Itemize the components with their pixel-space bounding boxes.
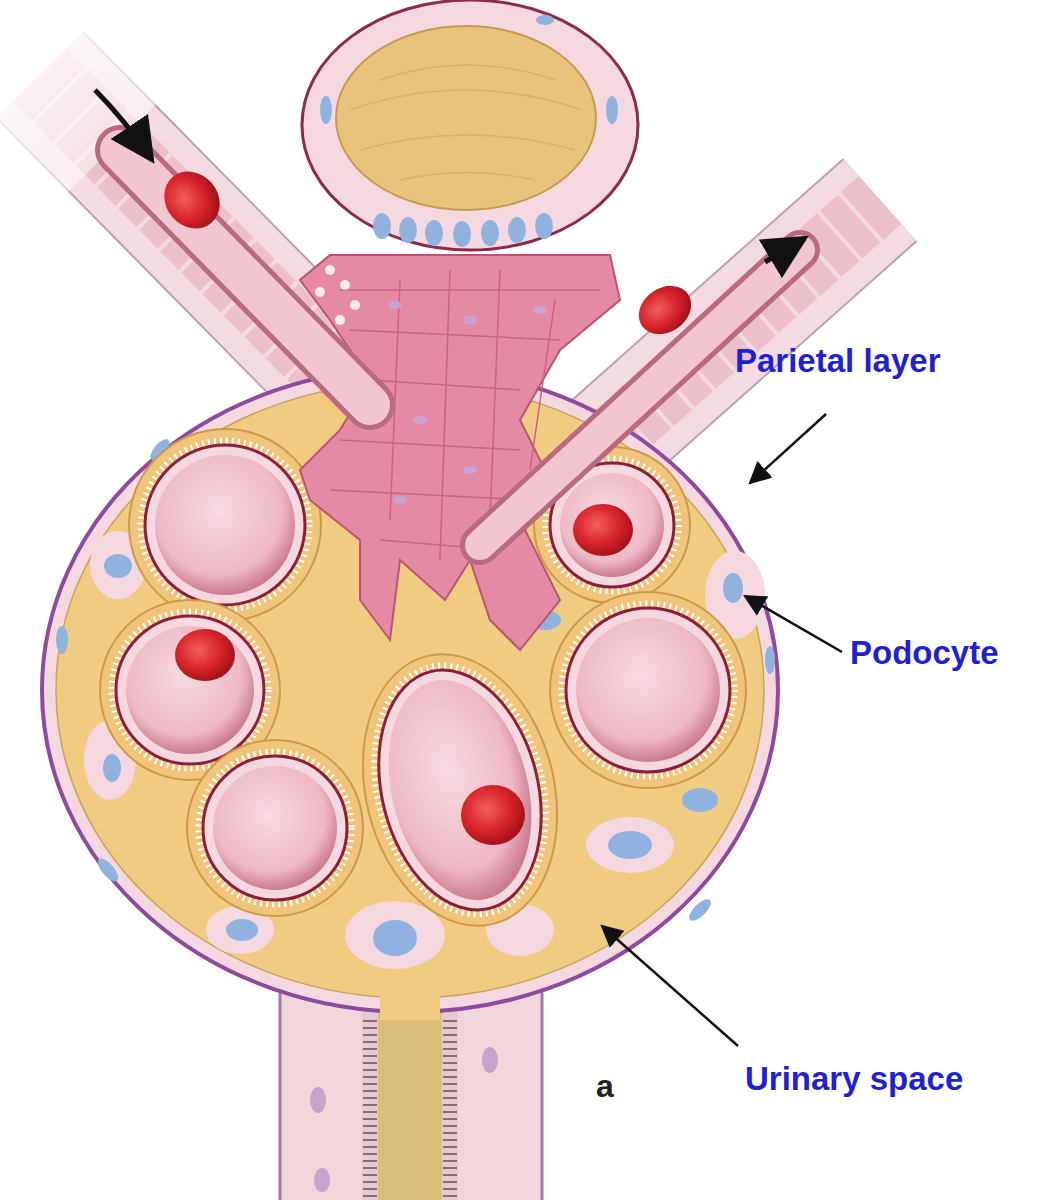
- podocyte-nucleus: [373, 920, 417, 956]
- capillary-loop: [335, 633, 584, 946]
- capillary-wall: [203, 756, 347, 900]
- leader-line: [602, 926, 738, 1046]
- podocyte-nucleus: [682, 788, 718, 812]
- tubule-nucleus: [310, 1087, 326, 1113]
- nucleus: [535, 213, 553, 239]
- capillary-lumen: [576, 618, 720, 762]
- capillary-lumen: [213, 766, 337, 890]
- parietal-nucleus: [686, 896, 714, 924]
- part-label: Parietal layer: [735, 342, 940, 380]
- nucleus: [373, 213, 391, 239]
- podocyte-nucleus: [226, 919, 258, 941]
- capillary-loop: [129, 429, 321, 621]
- capillary-wall: [116, 616, 264, 764]
- red-blood-cell: [153, 160, 231, 239]
- foot-processes: [199, 752, 351, 904]
- tubule-nucleus: [314, 1168, 330, 1192]
- red-blood-cells: [153, 160, 701, 845]
- tubule-lumen: [378, 960, 442, 1200]
- nucleus: [481, 220, 499, 246]
- nucleus: [425, 220, 443, 246]
- podocyte-nucleus: [723, 573, 743, 603]
- brush-border-right: [443, 1020, 457, 1200]
- podocyte-cell: [345, 901, 445, 969]
- nucleus: [508, 217, 526, 243]
- capillary-lumen: [155, 455, 295, 595]
- distal-tubule-wall: [302, 0, 638, 250]
- tubule-neck: [380, 990, 440, 1020]
- podocyte-nucleus: [103, 754, 121, 782]
- podocyte-process-layer: [550, 592, 746, 788]
- nucleus: [399, 217, 417, 243]
- capillary-loop: [187, 740, 363, 916]
- flow-arrow-in: [95, 90, 152, 160]
- capillary-lumen: [560, 473, 664, 577]
- distal-tubule-lumen: [336, 26, 596, 210]
- nucleus: [536, 15, 554, 25]
- flow-arrow-out: [765, 238, 805, 262]
- part-label: Podocyte: [850, 634, 999, 672]
- podocyte-process-layer: [187, 740, 363, 916]
- parietal-nucleus: [56, 626, 68, 654]
- parietal-nucleus: [94, 855, 121, 884]
- podocyte-process-layer: [129, 429, 321, 621]
- afferent-lumen: [120, 150, 370, 405]
- foot-processes: [350, 648, 570, 932]
- nucleus: [388, 301, 402, 309]
- granule: [325, 265, 335, 275]
- leader-lines: [602, 414, 842, 1046]
- granule: [335, 315, 345, 325]
- brush-border-left: [363, 1020, 377, 1200]
- red-blood-cell: [461, 785, 525, 845]
- lumen-texture: [350, 65, 582, 180]
- nucleus: [393, 496, 407, 504]
- nucleus: [413, 416, 427, 424]
- nucleus: [533, 306, 547, 314]
- nucleus: [463, 466, 477, 474]
- tubule-nucleus: [482, 1047, 498, 1073]
- red-blood-cell: [175, 629, 235, 681]
- capillary-lumen: [367, 665, 553, 915]
- panel-letter: a: [596, 1068, 614, 1105]
- podocyte-nucleus: [104, 554, 132, 578]
- capillary-wall: [145, 445, 305, 605]
- granule: [350, 300, 360, 310]
- leader-line: [750, 414, 826, 483]
- macula-densa-nuclei: [320, 15, 618, 247]
- parietal-nucleus: [765, 646, 775, 674]
- nucleus: [320, 96, 332, 124]
- granule: [340, 280, 350, 290]
- nucleus: [606, 96, 618, 124]
- granule: [315, 287, 325, 297]
- arterioles: [120, 150, 800, 545]
- foot-processes: [141, 441, 309, 609]
- leader-line: [745, 596, 842, 652]
- nucleus: [453, 221, 471, 247]
- podocyte-process-layer: [335, 633, 584, 946]
- capillary-wall: [566, 608, 730, 772]
- podocyte-cell: [586, 817, 674, 873]
- foot-processes: [562, 604, 734, 776]
- part-label: Urinary space: [745, 1060, 963, 1098]
- distal-tubule: [302, 0, 638, 250]
- efferent-lumen: [480, 250, 800, 545]
- red-blood-cell: [629, 276, 700, 344]
- capillary-wall: [355, 653, 565, 927]
- capillary-lumen: [126, 626, 254, 754]
- afferent-wall: [120, 150, 370, 405]
- podocyte-nucleus: [608, 831, 652, 859]
- nucleus: [463, 316, 477, 324]
- mesangial-nuclei: [388, 301, 547, 504]
- efferent-wall: [480, 250, 800, 545]
- red-blood-cell: [573, 504, 633, 556]
- capillary-loop: [550, 592, 746, 788]
